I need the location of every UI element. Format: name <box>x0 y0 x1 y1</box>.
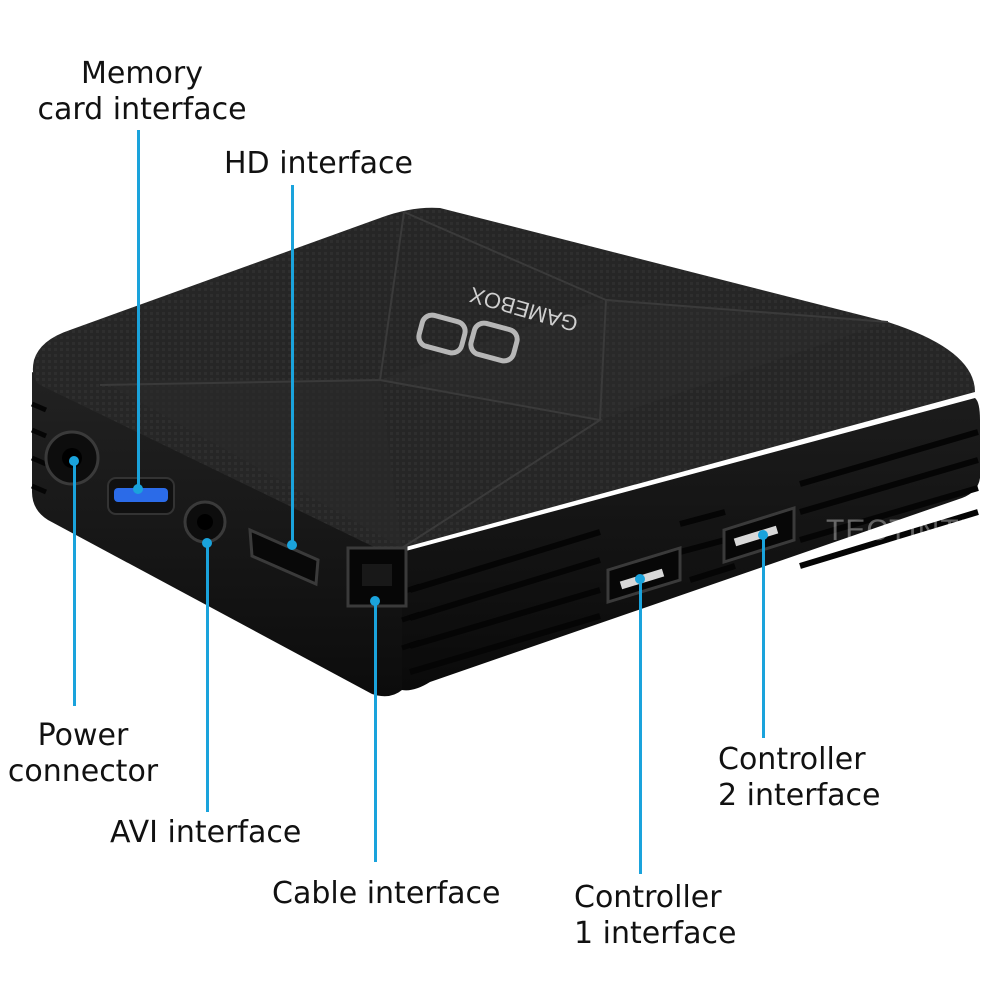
watermark: TECTINTER <box>826 514 1000 547</box>
memory-card-leader <box>137 130 140 488</box>
hd-label: HD interface <box>224 146 413 181</box>
cable-label: Cable interface <box>272 876 501 911</box>
controller1-leader <box>639 578 642 874</box>
hd-dot <box>287 540 297 550</box>
avi-dot <box>202 538 212 548</box>
hdmi-port <box>248 527 320 587</box>
cable-leader <box>374 600 377 862</box>
controller1-dot <box>635 574 645 584</box>
cable-dot <box>370 596 380 606</box>
power-leader <box>73 460 76 706</box>
avi-leader <box>206 542 209 812</box>
memory-card-dot <box>133 484 143 494</box>
power-dot <box>69 456 79 466</box>
controller2-leader <box>762 534 765 738</box>
top-facet-lines <box>99 211 889 549</box>
right-vents <box>409 429 979 675</box>
gamebox-logo <box>416 312 520 364</box>
controller2-dot <box>758 530 768 540</box>
avi-label: AVI interface <box>110 815 302 850</box>
hd-leader <box>291 185 294 545</box>
